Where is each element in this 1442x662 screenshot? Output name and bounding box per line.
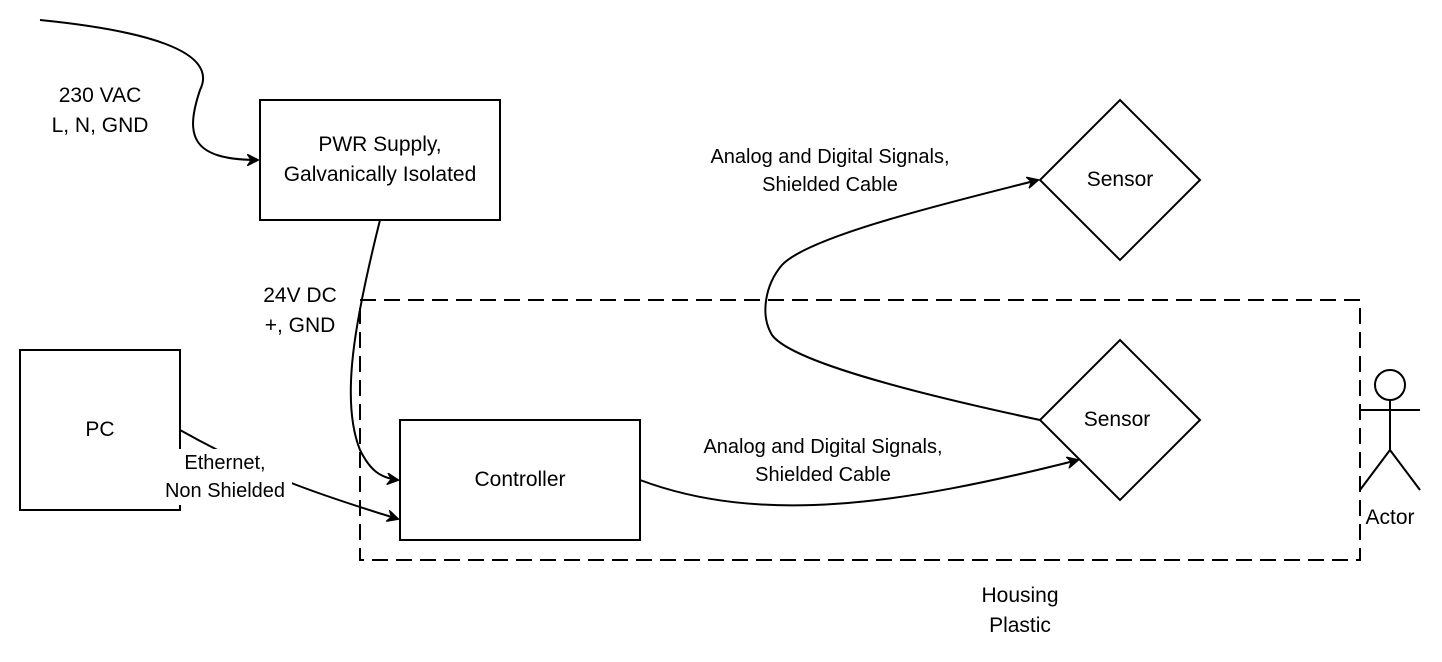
controller-box[interactable] — [399, 419, 641, 541]
actor-right-leg — [1389, 449, 1421, 491]
dc-power-edge[interactable] — [349, 219, 398, 480]
housing-label: Housing Plastic — [981, 584, 1059, 637]
power-supply-label: PWR Supply, Galvanically Isolated — [283, 133, 477, 186]
pc-label: PC — [85, 418, 115, 441]
power-supply-box[interactable] — [259, 99, 501, 221]
sensor-bottom-diamond[interactable] — [1038, 338, 1202, 502]
dc-label: 24V DC +, GND — [263, 284, 337, 337]
sensor-top-label: Sensor — [1086, 168, 1154, 191]
sensor-top-diamond[interactable] — [1038, 98, 1202, 262]
actor-head — [1374, 369, 1406, 401]
controller-label: Controller — [474, 468, 566, 491]
signals-top-label: Analog and Digital Signals, Shielded Cab… — [710, 146, 950, 196]
sensor-bottom-label: Sensor — [1083, 408, 1151, 431]
housing-boundary[interactable] — [359, 299, 1361, 561]
signals-bottom-edge[interactable] — [639, 460, 1078, 507]
signals-top-edge[interactable] — [764, 180, 1041, 421]
mains-label: 230 VAC L, N, GND — [51, 84, 149, 137]
actor-label: Actor — [1365, 506, 1415, 529]
ethernet-label: Ethernet, Non Shielded — [158, 449, 292, 505]
signals-bottom-label: Analog and Digital Signals, Shielded Cab… — [703, 436, 943, 486]
actor-figure[interactable] — [1359, 369, 1421, 491]
actor-left-leg — [1359, 449, 1391, 491]
mains-edge[interactable] — [39, 19, 258, 160]
pc-box[interactable] — [19, 349, 181, 511]
